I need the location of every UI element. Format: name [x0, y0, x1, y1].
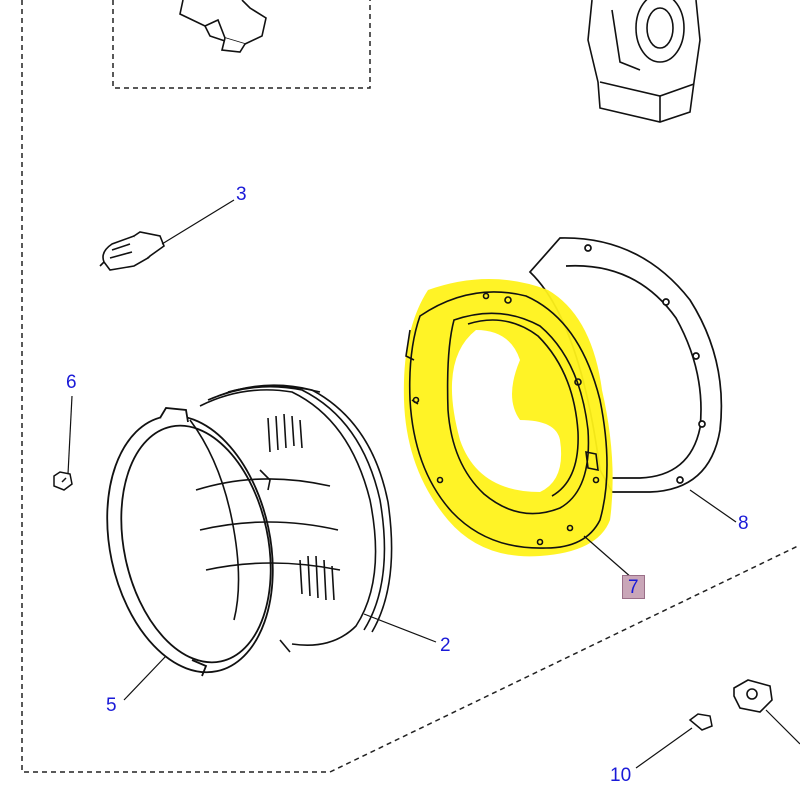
sealed-beam-unit — [189, 384, 393, 653]
leader-10 — [635, 727, 693, 769]
callout-3: 3 — [236, 184, 247, 205]
leader-9 — [765, 709, 800, 745]
leader-5 — [123, 655, 167, 701]
clip-part — [179, 0, 267, 53]
leader-6 — [67, 395, 73, 475]
retaining-rim — [106, 407, 274, 677]
callout-10: 10 — [610, 765, 632, 786]
callout-2: 2 — [440, 635, 451, 656]
clip-nut — [733, 679, 773, 713]
callout-7: 7 — [622, 575, 645, 599]
leader-8 — [689, 489, 737, 523]
leader-3 — [161, 199, 235, 245]
leader-7 — [583, 535, 633, 579]
callout-5: 5 — [106, 695, 117, 716]
callout-8: 8 — [738, 513, 749, 534]
headlamp-housing — [587, 0, 701, 123]
bulb-part — [99, 231, 165, 271]
screw-part-10 — [688, 713, 713, 731]
inset-box — [112, 0, 371, 89]
leader-2 — [363, 613, 437, 643]
callout-6: 6 — [66, 372, 77, 393]
screw-part-6 — [53, 471, 73, 491]
